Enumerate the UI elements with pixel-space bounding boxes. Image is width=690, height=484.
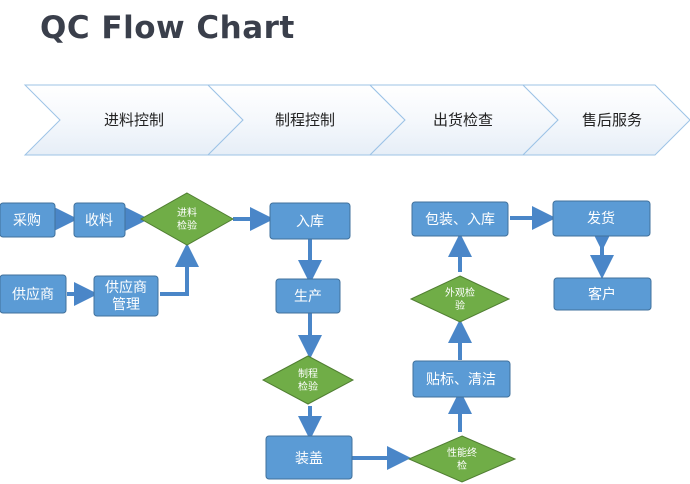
box-shouliao-label: 收料 xyxy=(85,213,113,229)
box-gongyingshang-guanli: 供应商 管理 xyxy=(93,275,159,317)
diamond-xingneng-line1: 性能终 xyxy=(447,446,477,459)
diamond-xingneng-line2: 检 xyxy=(457,459,467,472)
box-gongyingshang-label: 供应商 xyxy=(12,286,54,303)
diamond-waiguan-line2: 验 xyxy=(455,299,465,312)
box-kehu: 客户 xyxy=(553,277,652,311)
diamond-waiguan-jianyan: 外观检 验 xyxy=(409,275,511,323)
diamond-jinliao-line1: 进料 xyxy=(177,206,197,219)
box-gongyingshang: 供应商 xyxy=(0,274,67,314)
diamond-waiguan-line1: 外观检 xyxy=(445,286,475,299)
stage-label-3: 出货检查 xyxy=(433,111,493,129)
diamond-xingneng-jianyan: 性能终 检 xyxy=(407,435,517,483)
box-zhuangpei: 装盖 xyxy=(265,435,353,480)
stage-chevron-3: 出货检查 xyxy=(368,84,559,156)
arrow-guanli-jianyan xyxy=(160,243,199,296)
box-ruku-1-label: 入库 xyxy=(296,214,324,230)
box-baozhuang-ruku: 包装、入库 xyxy=(411,201,509,237)
stage-label-2: 制程控制 xyxy=(275,111,335,129)
box-tiebiao-label: 贴标、清洁 xyxy=(426,372,496,388)
stage-chevron-2: 制程控制 xyxy=(206,84,406,156)
stage-chevron-4: 售后服务 xyxy=(521,84,690,156)
box-shengchan-label: 生产 xyxy=(294,289,322,305)
stage-label-1: 进料控制 xyxy=(104,111,164,129)
box-shouliao: 收料 xyxy=(73,202,126,238)
box-ruku-1: 入库 xyxy=(269,202,351,240)
box-baozhuang-label: 包装、入库 xyxy=(425,212,495,228)
diamond-zhicheng-jianyan: 制程 检验 xyxy=(261,355,355,405)
diamond-jinliao-line2: 检验 xyxy=(177,219,197,232)
diamond-jinliao-jianyan: 进料 检验 xyxy=(139,192,235,246)
page-title: QC Flow Chart xyxy=(40,10,295,46)
box-shengchan: 生产 xyxy=(275,278,341,314)
box-fahuo: 发货 xyxy=(552,200,651,237)
box-guanli-line2: 管理 xyxy=(112,297,140,313)
box-tiebiao-qingjie: 贴标、清洁 xyxy=(412,360,511,398)
box-caigou-label: 采购 xyxy=(13,213,41,229)
box-zhuangpei-label: 装盖 xyxy=(295,451,323,467)
diamond-zhicheng-line1: 制程 xyxy=(298,367,318,380)
stage-chevron-1: 进料控制 xyxy=(23,84,244,156)
box-guanli-line1: 供应商 xyxy=(105,279,147,296)
diamond-zhicheng-line2: 检验 xyxy=(298,380,318,393)
connectors xyxy=(54,206,614,470)
box-caigou: 采购 xyxy=(0,202,56,238)
box-kehu-label: 客户 xyxy=(588,286,616,303)
stage-label-4: 售后服务 xyxy=(582,111,642,129)
box-fahuo-label: 发货 xyxy=(587,210,615,227)
